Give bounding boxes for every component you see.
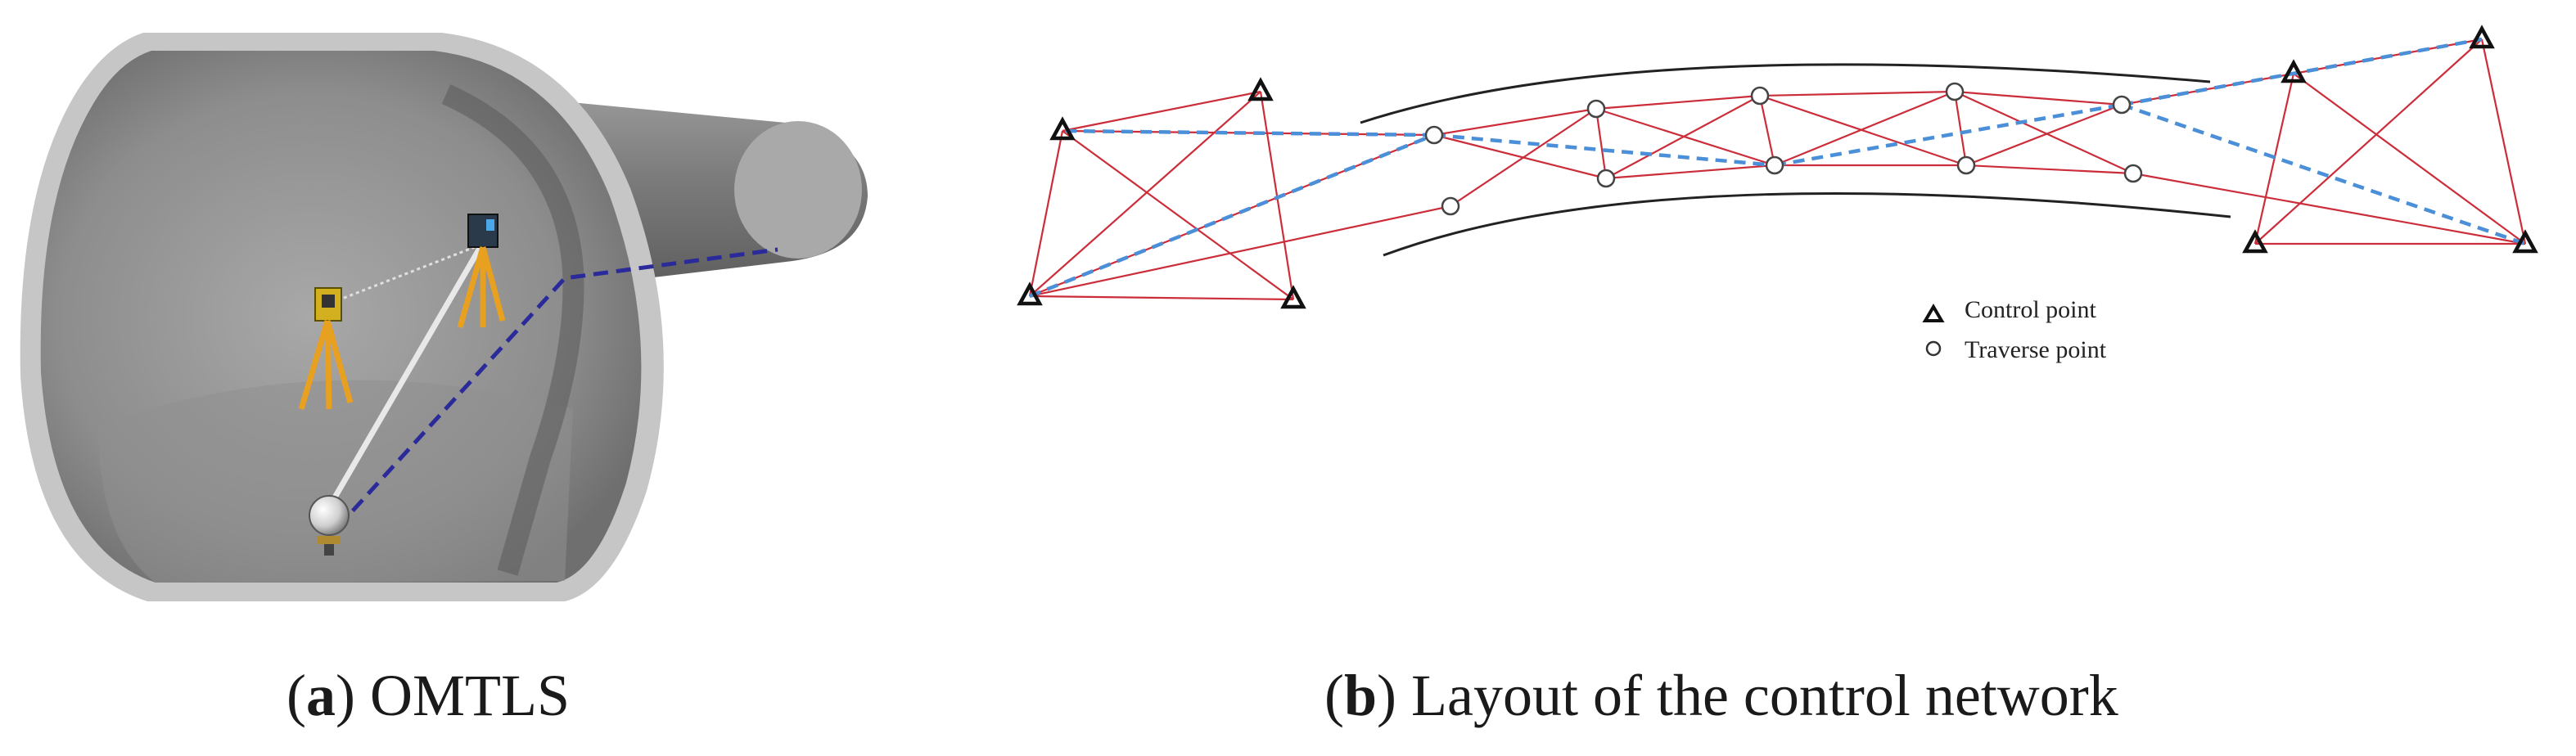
control-point-triangle-icon bbox=[2512, 229, 2538, 254]
traverse-point-circle-icon bbox=[1945, 82, 1965, 101]
observation-line bbox=[1965, 103, 2123, 167]
observation-line bbox=[2254, 38, 2483, 245]
sight-line bbox=[326, 244, 485, 509]
observation-line bbox=[2132, 172, 2526, 245]
traverse-point-circle-icon bbox=[1424, 125, 1444, 145]
panel-b-control-network: Control point Traverse point bbox=[982, 0, 2576, 458]
legend-traverse-point-label: Traverse point bbox=[1965, 336, 2107, 363]
traverse-point-circle-icon bbox=[1765, 155, 1784, 175]
observation-line bbox=[1029, 295, 1294, 301]
observation-line bbox=[1062, 129, 1435, 137]
caption-b-text: Layout of the control network bbox=[1411, 663, 2118, 728]
control-point-triangle-icon bbox=[1247, 77, 1274, 101]
observation-line bbox=[1062, 130, 1294, 300]
observation-line bbox=[1758, 95, 1776, 166]
caption-panel-a: (a) OMTLS bbox=[286, 663, 570, 728]
caption-a-letter: a bbox=[305, 663, 336, 728]
traverse-point-circle-icon bbox=[1596, 169, 1616, 188]
traverse-point-circle-icon bbox=[1586, 99, 1606, 119]
traverse-line bbox=[1433, 133, 1775, 168]
scanner-rays bbox=[331, 244, 480, 304]
observation-line bbox=[1062, 90, 1261, 133]
observation-line bbox=[2293, 73, 2526, 245]
observation-line bbox=[1954, 90, 2123, 106]
observation-line bbox=[1759, 90, 1956, 97]
traverse-point-circle-icon bbox=[1750, 86, 1770, 106]
observation-line bbox=[1965, 164, 2134, 175]
control-network-diagram: Control point Traverse point bbox=[1017, 25, 2538, 363]
traverse-line bbox=[2121, 37, 2483, 107]
tunnel-illustration bbox=[20, 33, 868, 601]
observation-line bbox=[1450, 108, 1597, 207]
network-points bbox=[1017, 25, 2538, 309]
traverse-line bbox=[1774, 102, 2123, 168]
traverse-point-circle-icon bbox=[1925, 340, 1942, 357]
control-point-triangle-icon bbox=[1049, 116, 1076, 141]
traverse-dashed-lines bbox=[1029, 37, 2526, 299]
tunnel-wall-upper bbox=[1360, 63, 2211, 124]
traverse-point-circle-icon bbox=[1956, 155, 1976, 175]
caption-b-letter: b bbox=[1343, 663, 1378, 728]
control-point-triangle-icon bbox=[1280, 285, 1306, 309]
traverse-point-circle-icon bbox=[2123, 164, 2143, 183]
observation-line bbox=[1605, 95, 1761, 179]
control-point-triangle-icon bbox=[2242, 229, 2268, 254]
traverse-line bbox=[2121, 102, 2526, 246]
control-point-triangle-icon bbox=[2469, 25, 2495, 49]
traverse-line bbox=[1062, 128, 1435, 137]
tunnel-wall-lower bbox=[1383, 191, 2231, 257]
scanner-icon bbox=[457, 214, 506, 328]
observation-line bbox=[2480, 38, 2527, 245]
control-point-triangle-icon bbox=[2281, 59, 2307, 83]
total-station-icon bbox=[298, 287, 354, 410]
tunnel-floor bbox=[98, 380, 573, 583]
observation-line bbox=[1759, 94, 1967, 167]
observation-line bbox=[1433, 133, 1607, 180]
caption-a-text: OMTLS bbox=[369, 663, 570, 728]
observation-line bbox=[1029, 205, 1451, 298]
panel-a-omtls-illustration bbox=[0, 0, 892, 646]
observation-line bbox=[1774, 90, 1956, 167]
tunnel-far-opening bbox=[734, 121, 862, 259]
observation-line bbox=[1595, 107, 1775, 167]
observation-line bbox=[1433, 107, 1597, 137]
observation-line bbox=[1029, 91, 1261, 297]
observation-line bbox=[1028, 130, 1064, 297]
observation-line bbox=[1259, 91, 1295, 300]
legend-control-point-label: Control point bbox=[1965, 296, 2097, 323]
traverse-point-circle-icon bbox=[1441, 196, 1460, 216]
target-sphere-icon bbox=[309, 495, 350, 556]
caption-panel-b: (b) Layout of the control network bbox=[1324, 663, 2118, 728]
traverse-line bbox=[1029, 133, 1435, 299]
traverse-point-circle-icon bbox=[2112, 95, 2132, 115]
tunnel-opening-edge bbox=[441, 84, 584, 576]
observation-line bbox=[1595, 108, 1608, 179]
legend: Control point Traverse point bbox=[1922, 296, 2107, 363]
observation-line bbox=[1954, 91, 2134, 174]
control-point-triangle-icon bbox=[1017, 281, 1043, 306]
control-point-triangle-icon bbox=[1922, 304, 1945, 322]
observation-line bbox=[1953, 91, 1968, 166]
observation-line bbox=[1595, 94, 1761, 110]
observation-line bbox=[1605, 164, 1775, 180]
